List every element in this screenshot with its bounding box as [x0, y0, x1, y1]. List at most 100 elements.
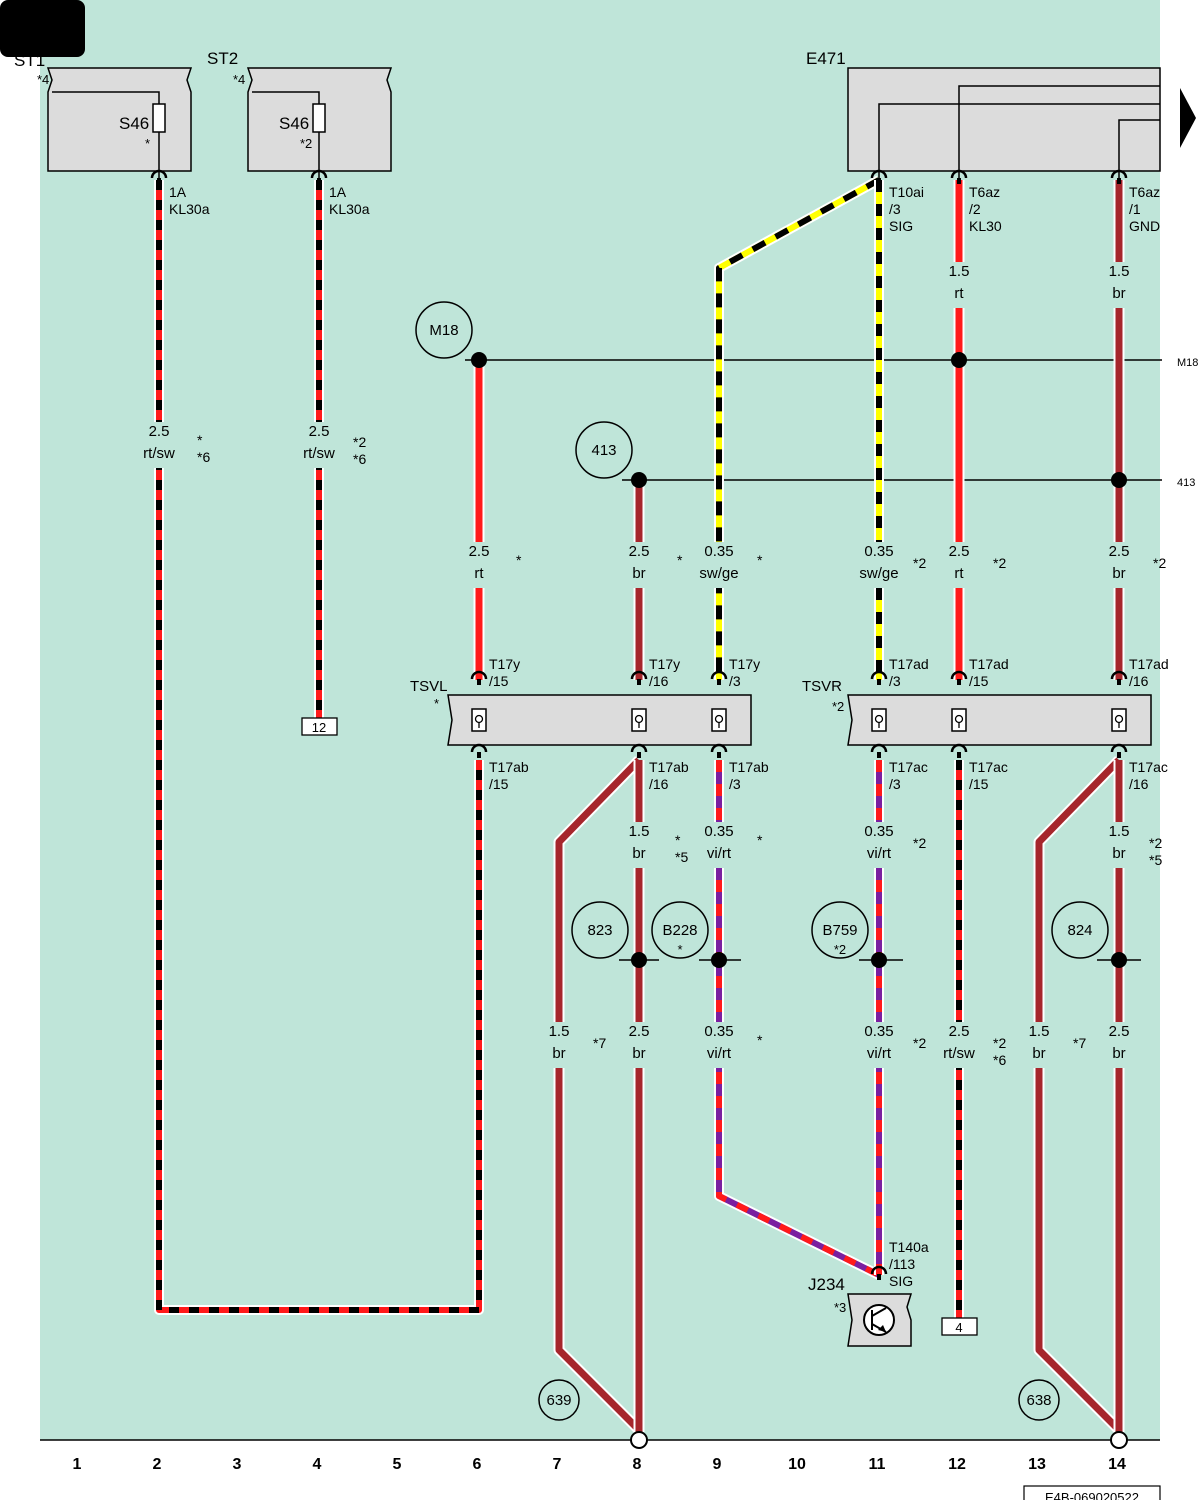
wire-size-label: 0.35: [704, 1023, 733, 1040]
grid-number: 3: [233, 1456, 242, 1473]
pin-label-t17ad-3: T17ad: [889, 656, 929, 672]
pin-label-e471-t6az-2: /2: [969, 201, 981, 217]
ref-circle-b228: [651, 901, 709, 959]
terminal-icon: [631, 708, 647, 732]
wire-label-bg: [695, 542, 743, 588]
pin-label-e471-t10ai: /3: [889, 201, 901, 217]
wire-note: *6: [197, 449, 210, 465]
wire-size-label: 0.35: [864, 1023, 893, 1040]
wire-tsvl3-virt: [714, 760, 882, 1280]
wire-label-bg: [1095, 542, 1143, 588]
wire-note: *2: [353, 434, 366, 450]
st1-star: *4: [37, 72, 49, 87]
wire-size-label: 2.5: [309, 423, 330, 440]
pin-label-e471-t6az-1: /1: [1129, 201, 1141, 217]
grid-number: 5: [393, 1456, 402, 1473]
e471-component: E471: [806, 49, 1161, 180]
pin-label-st2-1a: 1A: [329, 184, 347, 200]
grid-number: 6: [473, 1456, 482, 1473]
pin-label-t17ad-15: /15: [969, 673, 989, 689]
wire-note: *5: [1149, 852, 1162, 868]
ref-12-label: 12: [312, 720, 326, 735]
pin-label-t17ab-3: /3: [729, 776, 741, 792]
wire-color-label: vi/rt: [707, 1045, 732, 1062]
pin-label-t17ab-3: T17ab: [729, 759, 769, 775]
ref-circle-label: 413: [591, 442, 616, 459]
wire-label-bg: [135, 422, 183, 468]
st1-fuse-label: S46: [119, 114, 149, 133]
tsvl-label: TSVL: [410, 678, 448, 695]
wire-color-label: rt: [954, 565, 964, 582]
wire-label-bg: [1095, 262, 1143, 308]
wire-color-label: vi/rt: [867, 1045, 892, 1062]
pin-label-st1-1a: 1A: [169, 184, 187, 200]
grid-number: 11: [869, 1456, 886, 1473]
grid-number: 12: [948, 1456, 966, 1473]
terminal-icon: [471, 708, 487, 732]
st1-fuse-star: *: [145, 136, 150, 151]
splice-dot: [1111, 472, 1127, 488]
ref-circle-label: B759: [822, 922, 857, 939]
wire-size-label: 2.5: [469, 543, 490, 560]
wire-color-label: rt/sw: [143, 445, 175, 462]
wire-color-label: sw/ge: [859, 565, 898, 582]
terminal-icon: [711, 708, 727, 732]
tsvl-star: *: [434, 696, 439, 711]
pin-label-st2-1a: KL30a: [329, 201, 370, 217]
wire-note: *6: [353, 451, 366, 467]
j234-component: J234 *3: [808, 1275, 913, 1347]
wire-label-bg: [1095, 1022, 1143, 1068]
tsvl-component: TSVL *: [410, 678, 752, 746]
pin-label-t140a: T140a: [889, 1239, 929, 1255]
pin-label-t17ac-15: T17ac: [969, 759, 1008, 775]
wire-size-label: 1.5: [549, 1023, 570, 1040]
j234-label: J234: [808, 1275, 845, 1294]
pin-label-t17ab-15: T17ab: [489, 759, 529, 775]
grid-number: 4: [313, 1456, 322, 1473]
ref-circle-label: 638: [1026, 1392, 1051, 1409]
pin-label-t17ad-3: /3: [889, 673, 901, 689]
ref-circle-label: 639: [546, 1392, 571, 1409]
st2-fuse-star: *2: [300, 136, 312, 151]
wire-size-label: 0.35: [704, 823, 733, 840]
pin-label-t17y-3: /3: [729, 673, 741, 689]
wire-note: *: [757, 832, 763, 848]
pin-label-t17y-3: T17y: [729, 656, 760, 672]
ref-circle-label: 824: [1067, 922, 1092, 939]
j234-star: *3: [834, 1300, 846, 1315]
st2-fuse-label: S46: [279, 114, 309, 133]
grid-number: 9: [713, 1456, 722, 1473]
grid-number: 2: [153, 1456, 162, 1473]
ground-point: [630, 1431, 648, 1449]
ref-circle-823: [571, 901, 629, 959]
wire-size-label: 0.35: [864, 543, 893, 560]
ref-circle-b759: [811, 901, 869, 959]
ground-point: [1110, 1431, 1128, 1449]
pin-label-e471-t6az-2: T6az: [969, 184, 1000, 200]
wire-size-label: 1.5: [949, 263, 970, 280]
ref-circle-639: [538, 1379, 580, 1421]
pin-label-t17ab-16: /16: [649, 776, 669, 792]
splice-dot: [951, 352, 967, 368]
pin-label-e471-t10ai: SIG: [889, 218, 913, 234]
ref-circle-label: 823: [587, 922, 612, 939]
wire-size-label: 1.5: [1109, 823, 1130, 840]
wire-label-bg: [695, 1022, 743, 1068]
wire-note: *: [675, 832, 681, 848]
tsvr-star: *2: [832, 699, 844, 714]
wire-color-label: rt/sw: [943, 1045, 975, 1062]
wire-label-bg: [535, 1022, 583, 1068]
pin-label-t17ac-3: /3: [889, 776, 901, 792]
wire-color-label: vi/rt: [867, 845, 892, 862]
ref-4-label: 4: [955, 1320, 962, 1335]
pin-label-t17ac-3: T17ac: [889, 759, 928, 775]
wire-note: *: [516, 552, 522, 568]
wire-note: *2: [993, 1035, 1006, 1051]
wire-note: *2: [1153, 555, 1166, 571]
wire-color-label: rt: [954, 285, 964, 302]
labels-layer: 1AKL30a1AKL30aT10ai/3SIGT6az/2KL30T6az/1…: [135, 184, 1169, 1421]
wire-size-label: 2.5: [949, 1023, 970, 1040]
ref-circle-label: M18: [429, 322, 458, 339]
continue-arrow-icon: [1180, 88, 1196, 148]
st1-label: ST1: [14, 51, 45, 70]
